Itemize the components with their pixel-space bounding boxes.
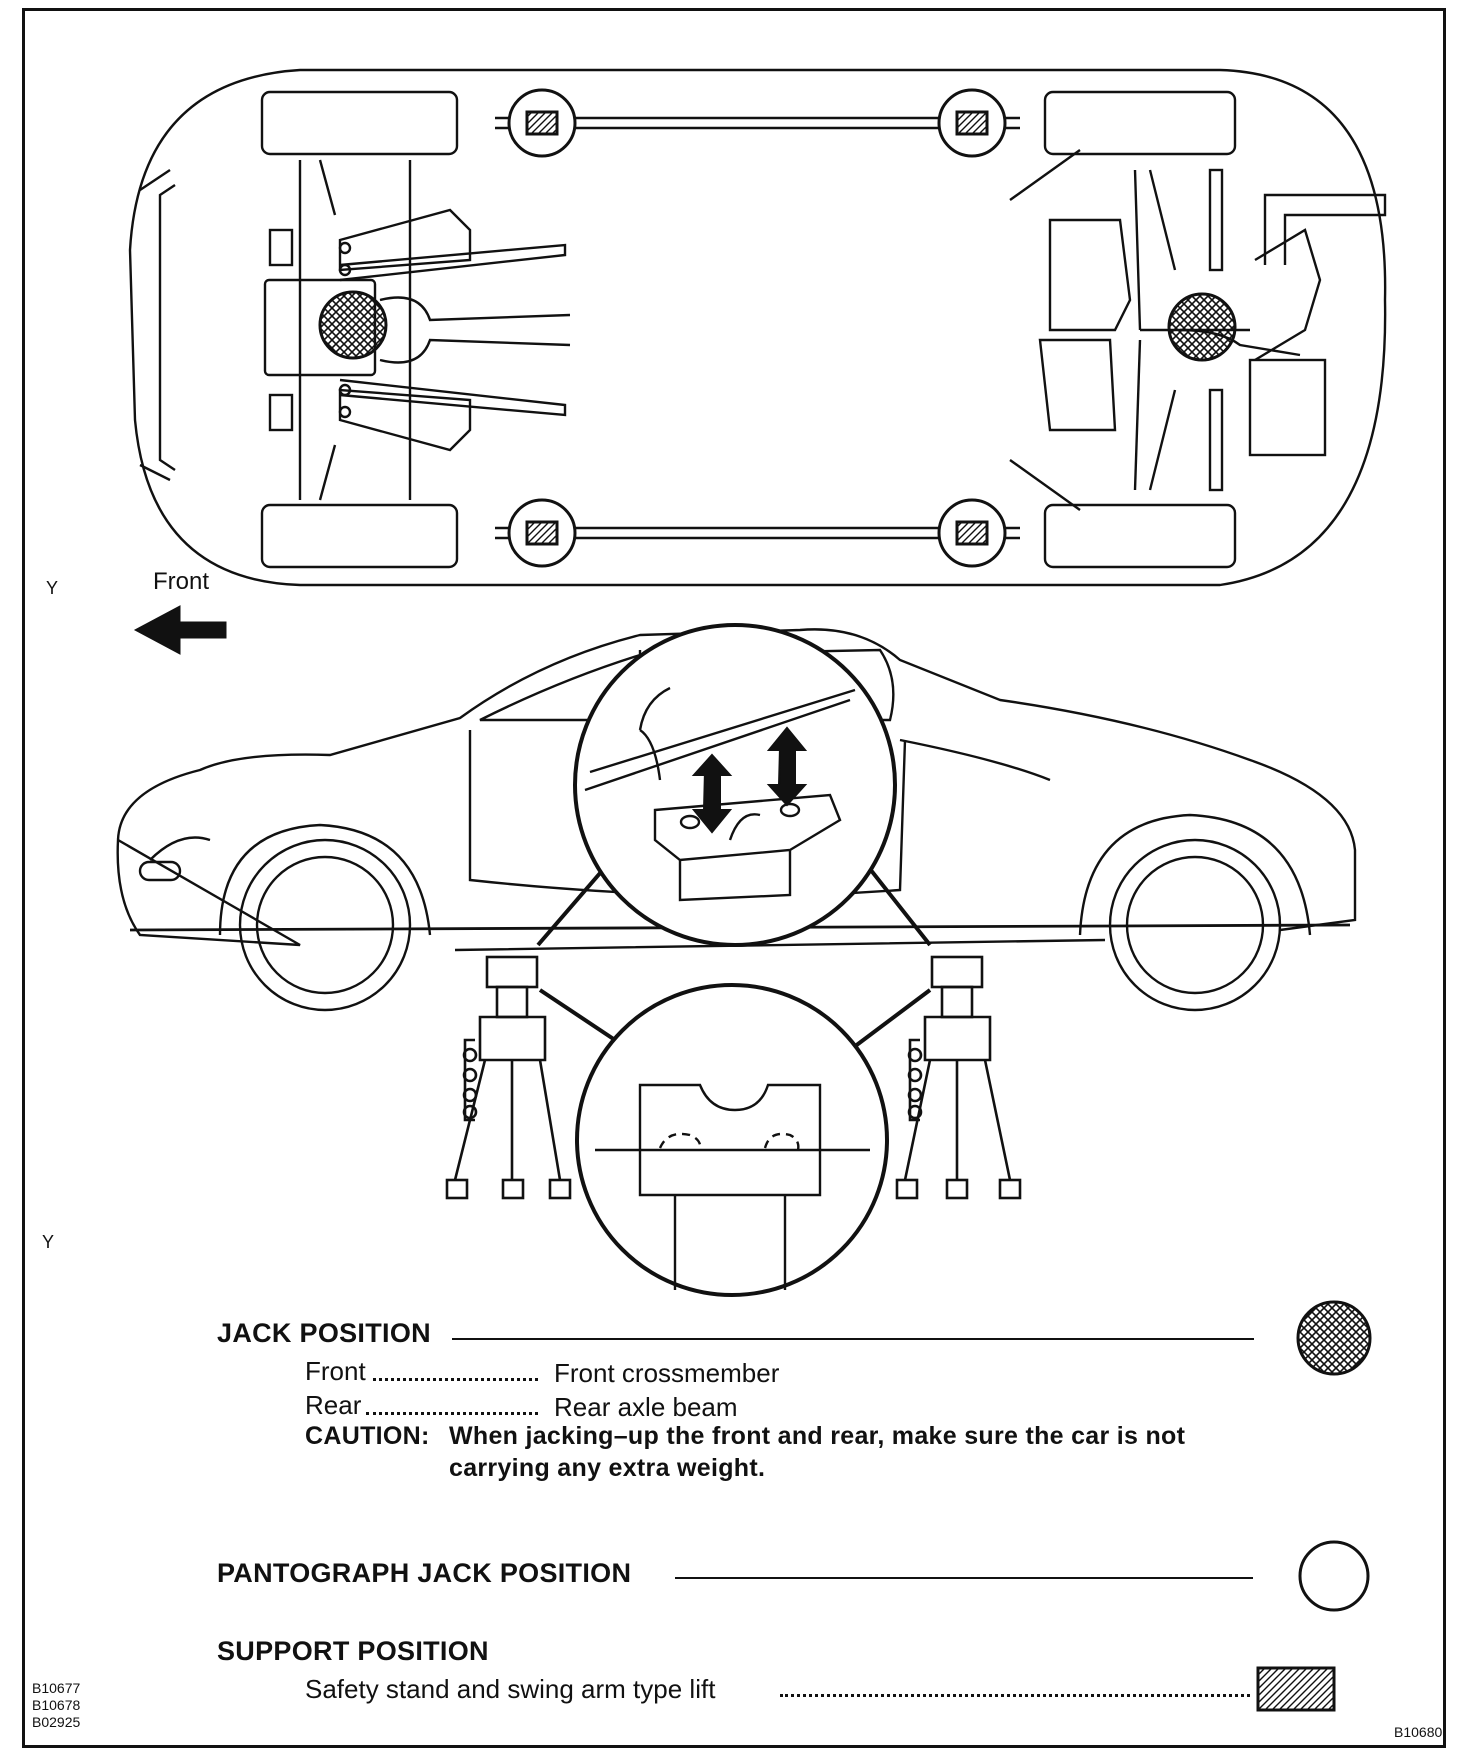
support-item: Safety stand and swing arm type lift <box>305 1674 716 1704</box>
body-outline <box>128 68 1387 587</box>
y-mark-top: Y <box>46 578 59 598</box>
caution-label: CAUTION: <box>305 1422 430 1450</box>
caution-line-1: When jacking–up the front and rear, make… <box>449 1422 1186 1450</box>
legend-pantograph-leader <box>675 1577 1253 1579</box>
jack-front-label: Front <box>305 1356 366 1386</box>
support-pad-rear-right <box>937 498 1007 568</box>
wheel-rear-left <box>1043 90 1237 156</box>
wheel-front-right <box>260 503 459 569</box>
jack-front-dots <box>373 1378 538 1381</box>
legend-pantograph-symbol <box>1298 1540 1370 1612</box>
magnified-stand-callout <box>538 983 932 1297</box>
jack-point-front-crossmember <box>318 290 388 360</box>
jack-point-rear-axle-beam <box>1167 292 1237 362</box>
lift-arrows <box>691 726 808 834</box>
magnified-jack-point-callout <box>536 623 932 947</box>
legend-jack-leader <box>452 1338 1254 1340</box>
safety-stand-rear <box>895 955 1022 1200</box>
support-pad-front-left <box>507 88 577 158</box>
figure-code: B10678 <box>32 1697 81 1713</box>
legend-jack-symbol <box>1296 1300 1372 1376</box>
jack-rear-dots <box>366 1412 538 1415</box>
support-dots <box>780 1694 1250 1697</box>
support-pad-front-right <box>507 498 577 568</box>
safety-stand-front <box>445 955 572 1200</box>
legend-support-symbol <box>1256 1666 1336 1712</box>
figure-codes-left: B10677 B10678 B02925 <box>32 1680 80 1731</box>
jack-front-value: Front crossmember <box>554 1358 780 1388</box>
figure-frame <box>22 8 1446 1748</box>
front-label: Front <box>153 568 210 595</box>
y-mark-bottom: Y <box>42 1232 55 1252</box>
jack-rear-label: Rear <box>305 1390 362 1420</box>
figure-code-right: B10680 <box>1394 1724 1443 1740</box>
legend-jack-title: JACK POSITION <box>217 1318 431 1348</box>
support-pad-rear-left <box>937 88 1007 158</box>
side-body-outline <box>116 628 1357 952</box>
front-direction-arrow <box>133 605 227 655</box>
wheel-rear-right <box>1043 503 1237 569</box>
figure-code: B02925 <box>32 1714 81 1730</box>
legend-support-title: SUPPORT POSITION <box>217 1636 489 1666</box>
figure-code: B10677 <box>32 1680 81 1696</box>
caution-line-2: carrying any extra weight. <box>449 1454 766 1482</box>
car-underside-view <box>128 68 1387 587</box>
side-front-wheel <box>238 838 412 1012</box>
jack-rear-value: Rear axle beam <box>554 1392 738 1422</box>
wheel-front-left <box>260 90 459 156</box>
legend-pantograph-title: PANTOGRAPH JACK POSITION <box>217 1558 632 1588</box>
